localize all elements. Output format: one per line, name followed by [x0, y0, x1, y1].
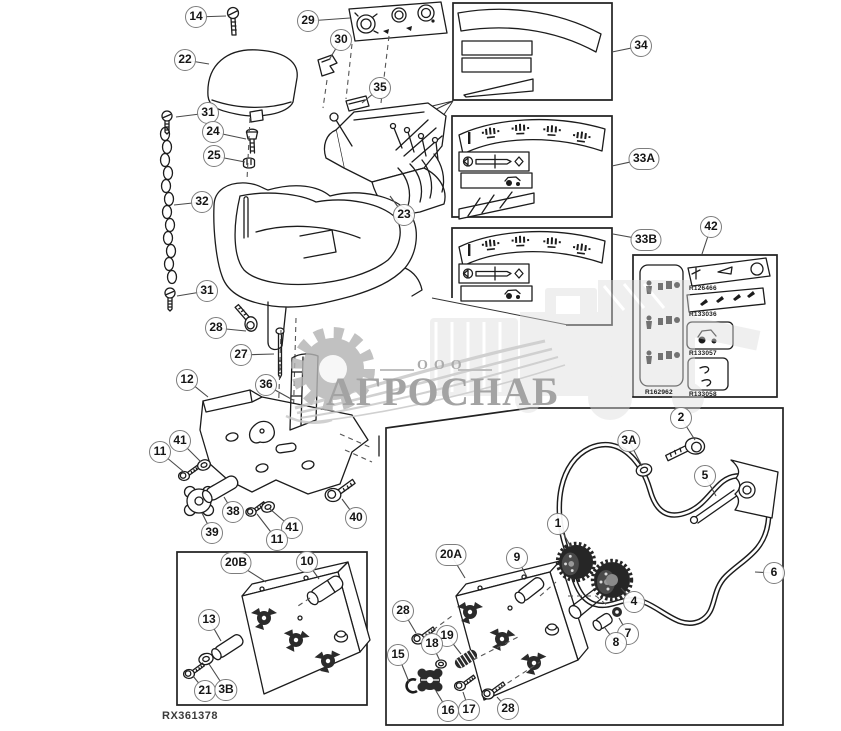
callout-42: 42	[700, 216, 722, 238]
callout-36: 36	[255, 374, 277, 396]
callout-6: 6	[763, 562, 785, 584]
callout-35: 35	[369, 77, 391, 99]
part-washer-18	[435, 659, 447, 669]
callout-14: 14	[185, 6, 207, 28]
callout-33A: 33A	[628, 148, 660, 170]
inset-box-20b	[177, 552, 370, 705]
part-valve-block-20b	[242, 562, 370, 694]
callout-24: 24	[202, 121, 224, 143]
callout-23: 23	[393, 204, 415, 226]
decal-part-number: R133036	[689, 311, 717, 318]
part-armrest-pad-22	[208, 50, 297, 122]
part-clip-30	[318, 55, 337, 76]
part-nut-25	[244, 158, 255, 168]
callout-29: 29	[297, 10, 319, 32]
part-bolt-21	[183, 662, 205, 680]
decal-part-number: R133058	[689, 391, 717, 398]
part-nut-7	[612, 607, 622, 617]
part-switch-panel-29	[349, 2, 447, 41]
callout-4: 4	[623, 591, 645, 613]
callout-3A: 3A	[617, 430, 641, 452]
part-screw-14	[228, 8, 239, 36]
callout-15: 15	[387, 644, 409, 666]
callout-21: 21	[194, 680, 216, 702]
part-snap-ring-15	[407, 679, 417, 692]
part-plate-35	[346, 96, 369, 111]
callout-2: 2	[670, 407, 692, 429]
part-pin-9	[513, 576, 546, 605]
callout-3B: 3B	[214, 679, 238, 701]
callout-20B: 20B	[220, 552, 252, 574]
decal-part-number: R133057	[689, 350, 717, 357]
inset-box-33b	[452, 228, 612, 325]
part-chain-32	[161, 128, 177, 284]
callout-41: 41	[169, 430, 191, 452]
callout-39: 39	[201, 522, 223, 544]
inset-box-34	[453, 3, 612, 100]
callout-38: 38	[222, 501, 244, 523]
callout-13: 13	[198, 609, 220, 631]
callout-31: 31	[197, 102, 219, 124]
callout-12: 12	[176, 369, 198, 391]
callout-28: 28	[205, 317, 227, 339]
part-pin-38	[201, 474, 240, 504]
callout-20A: 20A	[435, 544, 467, 566]
inset-box-42-safety-decals	[633, 255, 777, 397]
callout-11: 11	[149, 441, 171, 463]
callout-32: 32	[191, 191, 213, 213]
callout-1: 1	[547, 513, 569, 535]
callout-25: 25	[203, 145, 225, 167]
part-bolt-17	[454, 674, 476, 692]
callout-28: 28	[497, 698, 519, 720]
part-shaft-tool-5	[691, 460, 779, 524]
part-control-module-23	[324, 103, 446, 213]
callout-31: 31	[196, 280, 218, 302]
callout-30: 30	[330, 29, 352, 51]
decal-part-number: R162962	[645, 389, 673, 396]
callout-28: 28	[392, 600, 414, 622]
inset-box-belt-drive	[386, 408, 783, 725]
callout-40: 40	[345, 507, 367, 529]
callout-8: 8	[605, 632, 627, 654]
part-spring-19	[454, 649, 478, 669]
decal-part-number: R126466	[689, 285, 717, 292]
part-screw-31-lower	[164, 287, 176, 312]
callout-17: 17	[458, 699, 480, 721]
callout-18: 18	[421, 633, 443, 655]
callout-22: 22	[174, 49, 196, 71]
part-knob-16	[417, 668, 443, 692]
callout-16: 16	[437, 700, 459, 722]
callout-5: 5	[694, 465, 716, 487]
assembly-dash-lines-upper	[247, 36, 389, 428]
part-pin-10	[305, 574, 345, 607]
part-bolt-28-console	[234, 302, 259, 334]
callout-9: 9	[506, 547, 528, 569]
part-bushing-8	[591, 612, 613, 632]
part-bolt-2	[663, 432, 707, 468]
callout-11: 11	[266, 529, 288, 551]
assembly-dash-lines-lower	[433, 582, 608, 688]
callout-10: 10	[296, 551, 318, 573]
inset-box-33a	[452, 116, 612, 219]
callout-34: 34	[630, 35, 652, 57]
part-valve-block-20a	[456, 561, 588, 700]
part-console-housing	[214, 183, 422, 350]
drawing-number: RX361378	[162, 710, 218, 722]
callout-33B: 33B	[630, 229, 662, 251]
part-pulley-4	[567, 558, 634, 621]
callout-27: 27	[230, 344, 252, 366]
part-screw-31-upper	[161, 110, 173, 135]
part-pin-13	[210, 633, 245, 662]
part-bolt-11-left	[178, 464, 200, 482]
